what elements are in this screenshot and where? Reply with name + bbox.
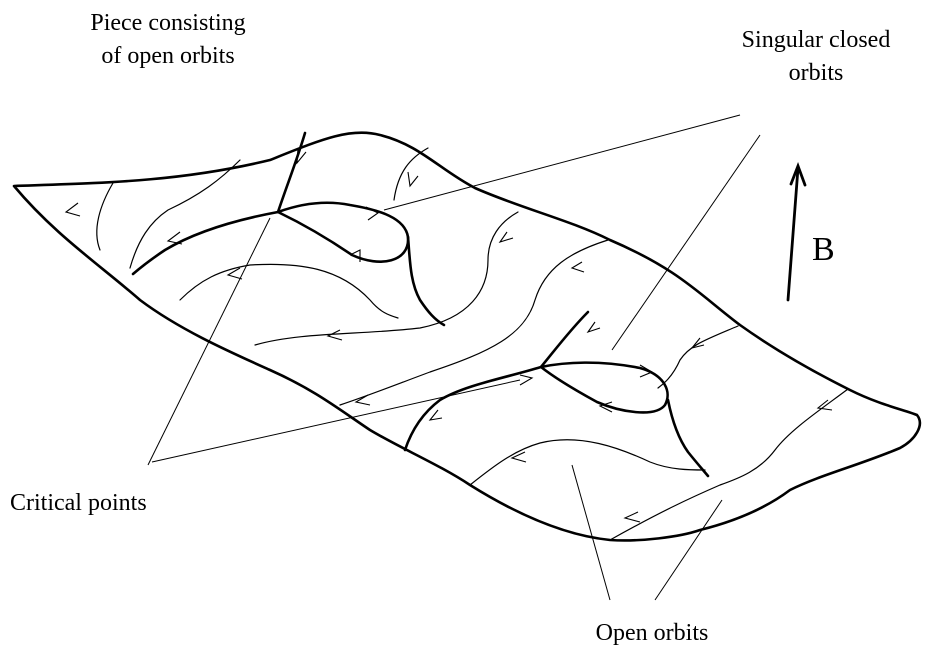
label-piece-line2: of open orbits bbox=[101, 43, 234, 69]
direction-arrow bbox=[430, 410, 442, 420]
separatrix bbox=[278, 133, 305, 212]
label-critical-points: Critical points bbox=[10, 490, 147, 516]
direction-arrow bbox=[66, 203, 80, 216]
orbit-line bbox=[658, 326, 738, 388]
orbit-line bbox=[340, 240, 608, 405]
singular-orbits-lower bbox=[405, 312, 708, 476]
pointer-critical-1 bbox=[148, 218, 270, 465]
direction-arrow bbox=[500, 232, 513, 242]
direction-arrow bbox=[692, 338, 704, 348]
direction-arrow bbox=[625, 512, 640, 522]
pointer-open-1 bbox=[572, 465, 610, 600]
orbit-line bbox=[255, 212, 518, 345]
label-magnetic-field: B bbox=[812, 231, 835, 268]
pointer-singular bbox=[612, 135, 760, 350]
orbit-line bbox=[180, 264, 398, 318]
orbit-line bbox=[470, 440, 705, 485]
label-singular-line2: orbits bbox=[789, 60, 844, 86]
pointer-critical-2 bbox=[152, 380, 520, 462]
surface-outline bbox=[14, 133, 920, 541]
label-singular-line1: Singular closed bbox=[742, 27, 891, 53]
pointer-open-2 bbox=[655, 500, 722, 600]
direction-arrow bbox=[520, 375, 532, 385]
singular-closed-orbit bbox=[278, 203, 408, 262]
direction-arrow bbox=[408, 172, 418, 186]
separatrix bbox=[668, 400, 708, 476]
magnetic-field-arrow bbox=[788, 166, 805, 300]
open-orbit-lines bbox=[97, 148, 848, 540]
direction-arrow bbox=[572, 262, 584, 272]
direction-arrow bbox=[328, 330, 342, 340]
label-piece-line1: Piece consisting bbox=[90, 10, 245, 36]
separatrix bbox=[541, 312, 588, 367]
separatrix bbox=[405, 367, 541, 450]
singular-orbits-upper bbox=[133, 133, 444, 325]
orbit-line bbox=[97, 183, 113, 250]
label-open-orbits: Open orbits bbox=[596, 620, 709, 646]
separatrix bbox=[408, 237, 444, 325]
direction-arrow bbox=[818, 400, 832, 410]
direction-arrow bbox=[588, 322, 600, 332]
